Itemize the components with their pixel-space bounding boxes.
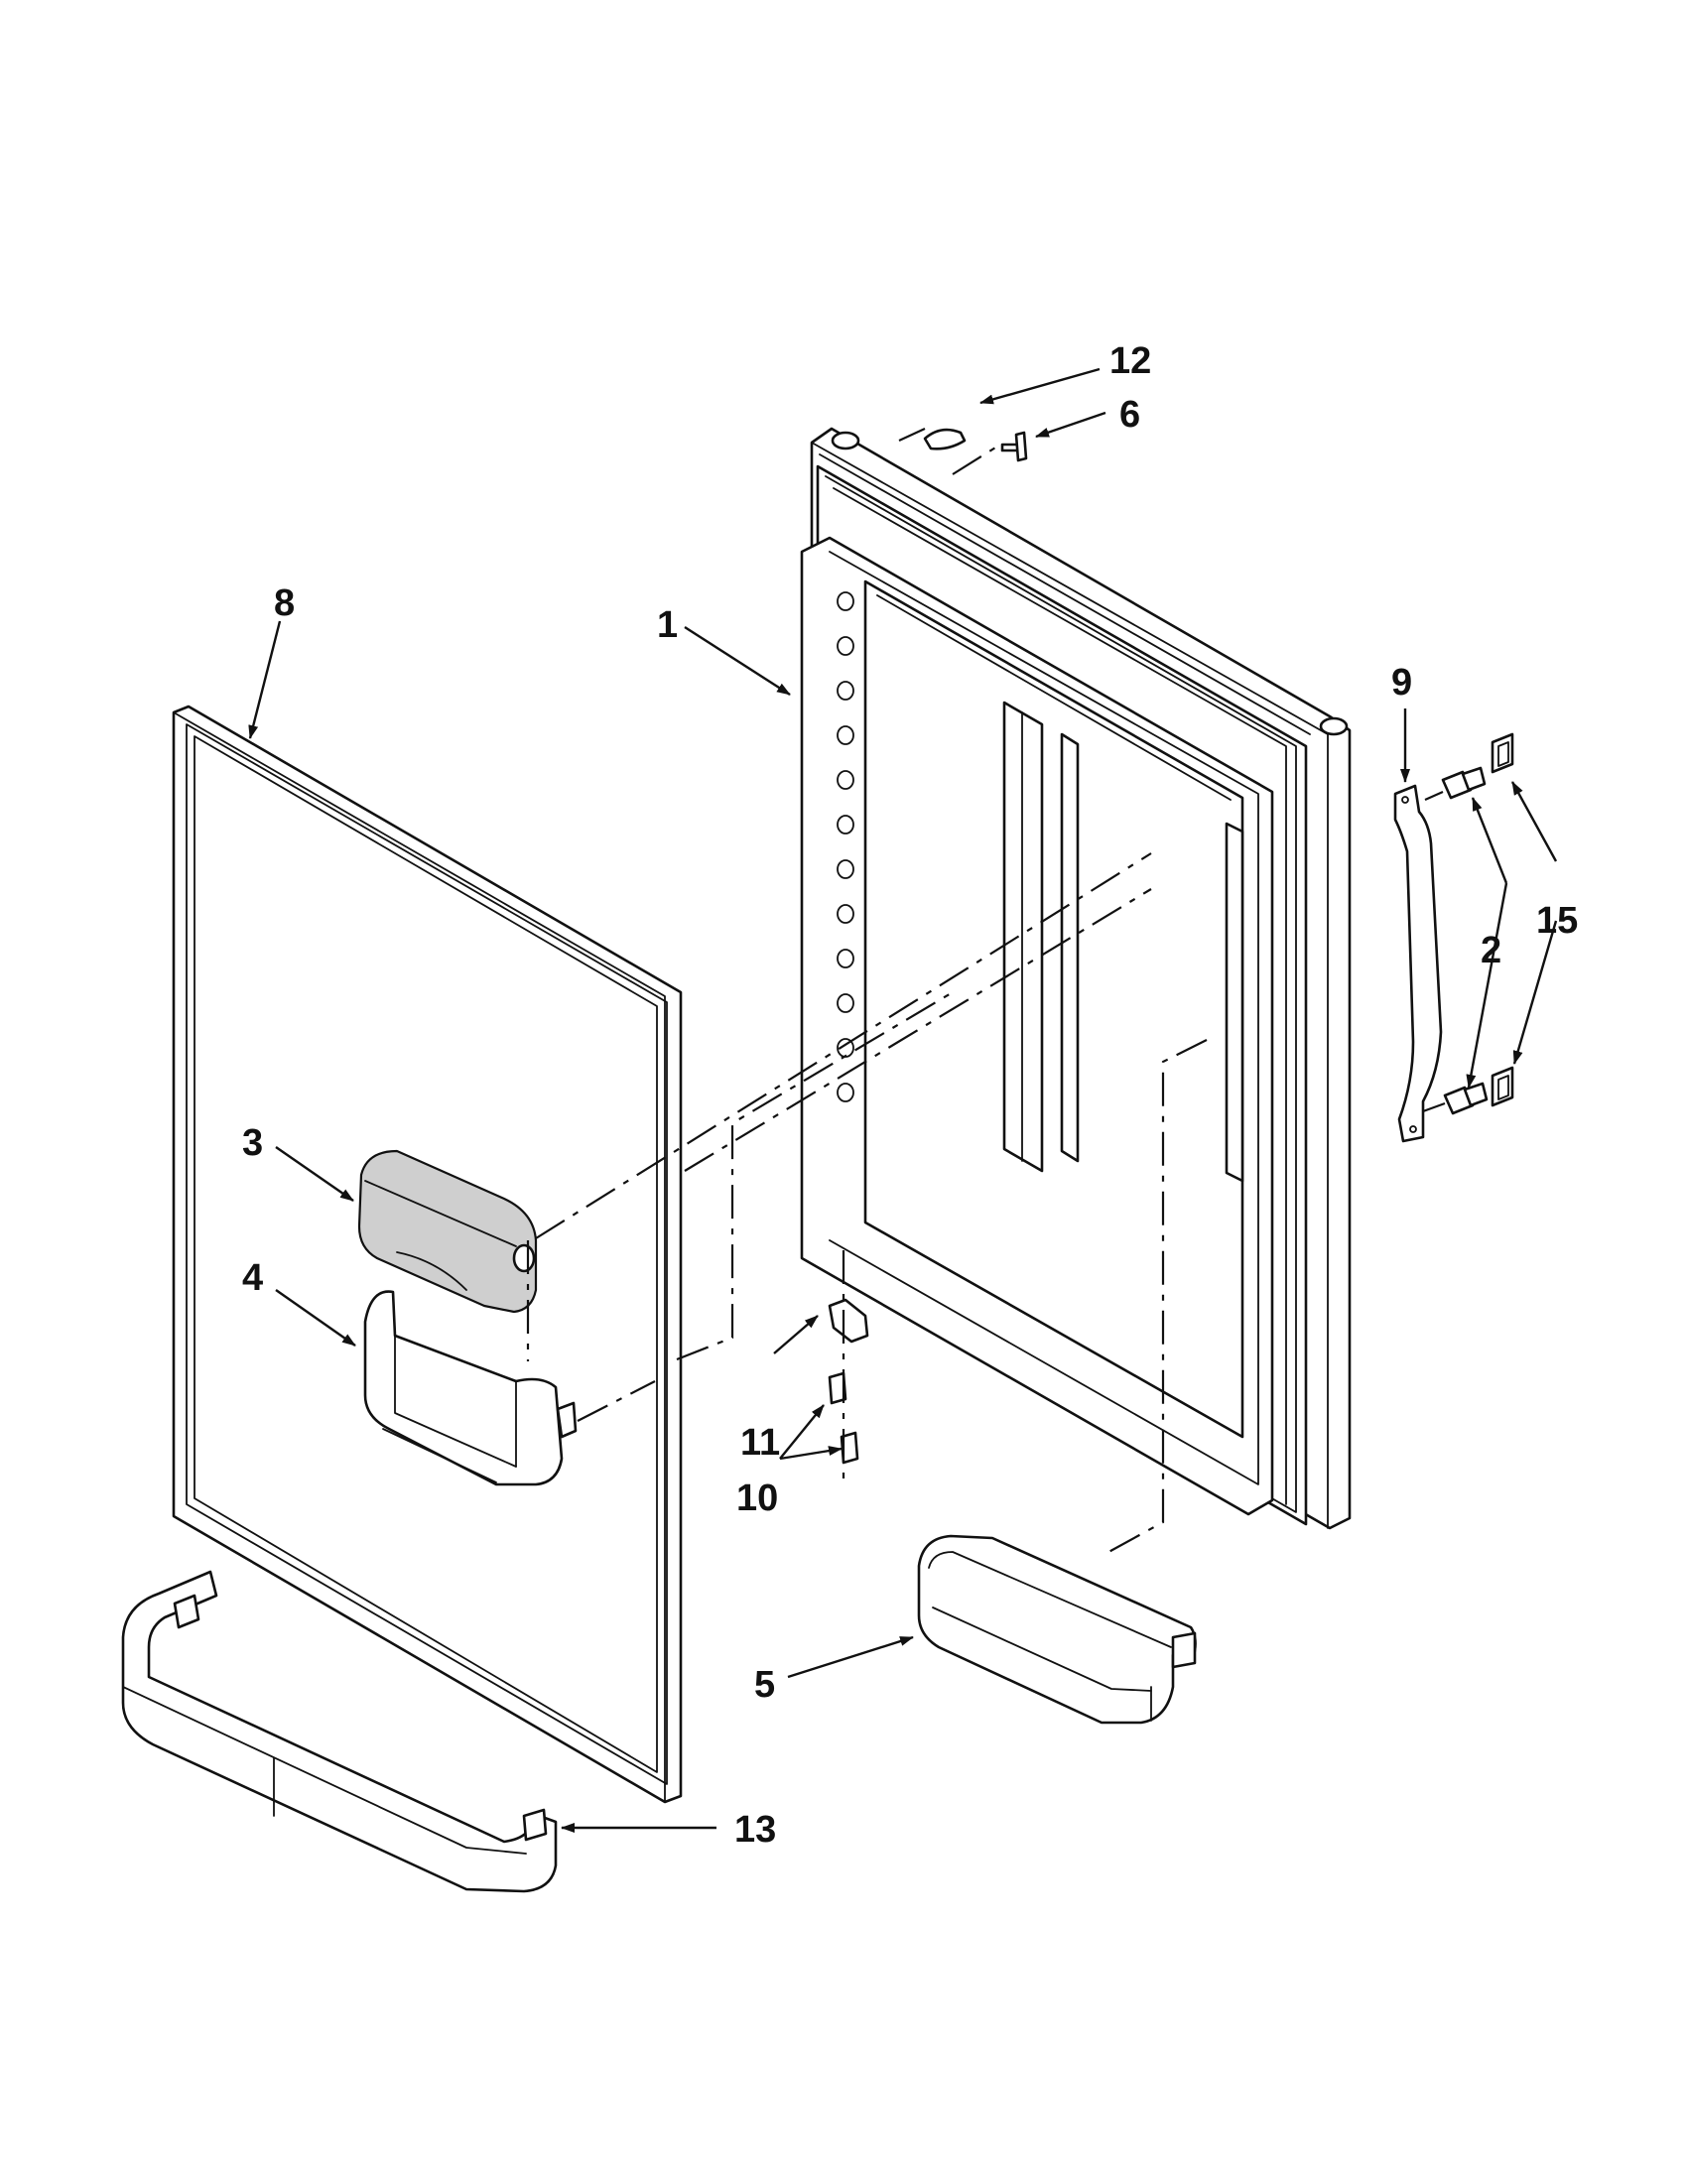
shelf-bump-column	[837, 591, 854, 1102]
leader-arrows	[248, 367, 1558, 1833]
door-handle-part	[1393, 784, 1443, 1143]
hinge-pin-part	[1000, 431, 1028, 462]
callout-5: 5	[754, 1664, 775, 1706]
callout-2: 2	[1481, 930, 1501, 971]
bottom-hinge-bracket-part	[828, 1298, 869, 1344]
callout-8: 8	[274, 582, 295, 624]
dispenser-tray-part	[363, 1290, 578, 1486]
hinge-bushing-part	[923, 428, 967, 450]
callout-1: 1	[657, 604, 678, 646]
callout-10: 10	[736, 1477, 778, 1519]
door-liner-part	[800, 427, 1352, 1530]
assembly-lines	[526, 428, 1446, 1557]
callout-6: 6	[1119, 394, 1140, 436]
callout-15: 15	[1536, 900, 1578, 942]
callout-12: 12	[1109, 340, 1151, 382]
handle-screw-top	[1441, 766, 1487, 800]
callout-9: 9	[1391, 662, 1412, 704]
callout-4: 4	[242, 1257, 263, 1299]
callout-labels: 12 6 8 1 9 15 2 3 4 11 10 5 13	[242, 340, 1578, 1851]
callout-13: 13	[734, 1809, 776, 1851]
large-door-bin-part	[121, 1570, 558, 1893]
hinge-hole-right	[1319, 716, 1349, 736]
callout-3: 3	[242, 1122, 263, 1164]
handle-plug-top	[1491, 732, 1514, 774]
handle-plug-bottom	[1491, 1066, 1514, 1107]
bottom-hinge-screw-1	[828, 1371, 847, 1405]
small-door-bin-part	[917, 1534, 1197, 1725]
hinge-hole-top	[831, 431, 860, 450]
handle-screw-bottom	[1443, 1082, 1489, 1115]
callout-11: 11	[740, 1422, 780, 1464]
